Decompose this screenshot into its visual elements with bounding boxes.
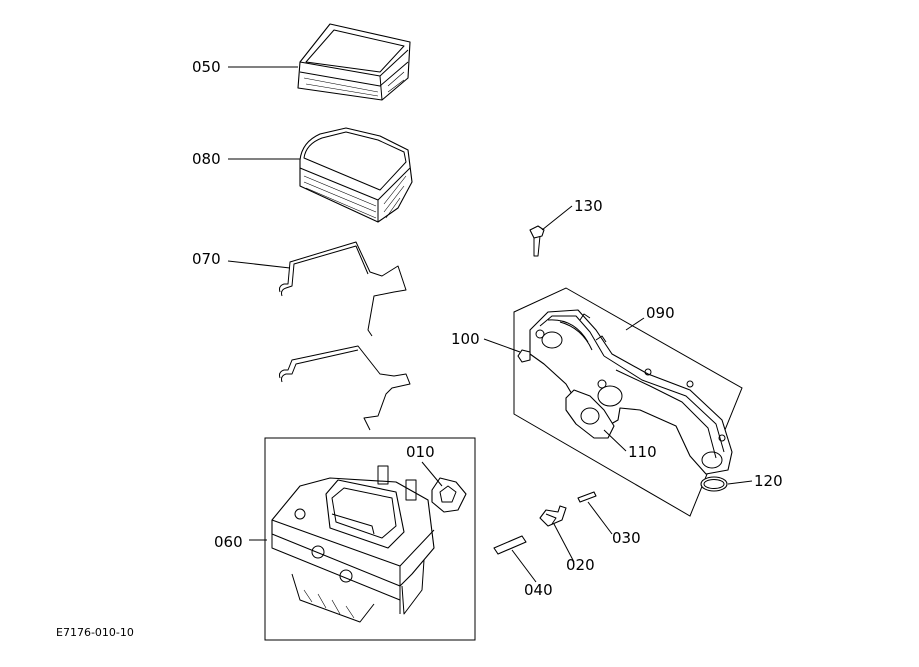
leader-100	[483, 338, 521, 353]
label-130: 130	[574, 197, 603, 215]
part-130-bolt	[529, 225, 545, 257]
label-070: 070	[192, 250, 221, 268]
part-030-pin	[577, 491, 597, 503]
label-040: 040	[524, 581, 553, 599]
label-100: 100	[451, 330, 480, 348]
label-110: 110	[628, 443, 657, 461]
leader-010	[421, 461, 443, 487]
part-120-o-ring	[700, 476, 728, 492]
part-100-nut	[517, 349, 531, 363]
leader-110	[603, 429, 627, 452]
part-060-inset-frame	[264, 437, 476, 641]
label-120: 120	[754, 472, 783, 490]
leader-lines	[227, 66, 753, 583]
leader-130	[541, 205, 573, 231]
part-060-case	[264, 437, 476, 641]
part-040-pin	[493, 535, 527, 555]
leader-020	[553, 523, 575, 563]
leader-090	[625, 317, 645, 331]
part-010-gasket	[431, 477, 467, 513]
leader-030	[587, 501, 613, 535]
label-050: 050	[192, 58, 221, 76]
part-080-filter-element	[299, 127, 413, 223]
label-030: 030	[612, 529, 641, 547]
part-090-manifold	[513, 287, 743, 517]
label-020: 020	[566, 556, 595, 574]
label-090: 090	[646, 304, 675, 322]
label-010: 010	[406, 443, 435, 461]
part-110-gasket	[565, 389, 615, 439]
part-050-precleaner-ring	[297, 23, 411, 101]
part-070-wire-clip	[279, 241, 411, 431]
part-020-clip	[539, 505, 567, 527]
label-060: 060	[214, 533, 243, 551]
label-080: 080	[192, 150, 221, 168]
leader-120	[727, 480, 753, 485]
document-code: E7176-010-10	[56, 626, 134, 639]
part-labels: 050 080 070 010 060 130 090 100 110 120 …	[192, 58, 783, 599]
leader-040	[511, 549, 537, 583]
leader-070	[227, 260, 291, 269]
